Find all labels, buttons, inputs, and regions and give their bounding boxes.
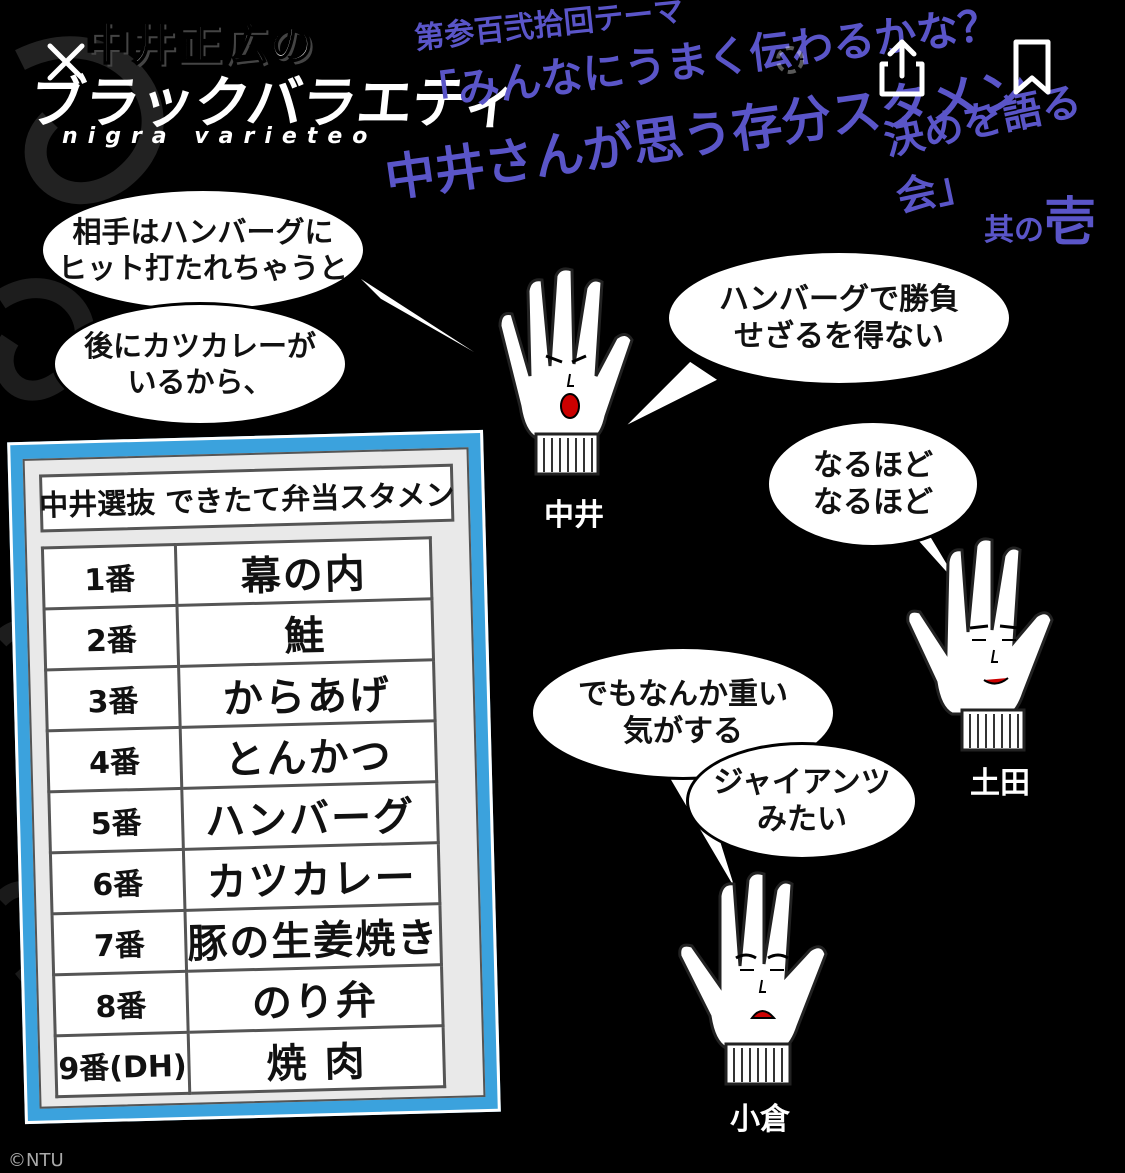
- lineup-item: とんかつ: [180, 720, 437, 789]
- glove-character-ogura: [678, 871, 828, 1086]
- lineup-order: 8番: [53, 971, 189, 1036]
- label-ogura: 小倉: [730, 1102, 790, 1137]
- theme-part-number: 其の壱: [984, 180, 1096, 255]
- lineup-order: 3番: [45, 666, 181, 731]
- lineup-order: 7番: [52, 910, 187, 975]
- glove-character-nakai: [498, 267, 634, 476]
- lineup-table: 1番幕の内 2番鮭 3番からあげ 4番とんかつ 5番ハンバーグ 6番カツカレー …: [41, 536, 446, 1098]
- bookmark-icon: [1013, 39, 1051, 95]
- speech-bubble-ogura-2: ジャイアンツ みたい: [686, 742, 918, 860]
- lineup-row: 8番のり弁: [53, 964, 444, 1036]
- logo-title-line1: 中井正広の: [84, 18, 315, 71]
- lens-icon[interactable]: [770, 40, 810, 80]
- speech-bubble-ogura-1: でもなんか重い 気がする: [530, 646, 836, 780]
- lineup-order: 5番: [48, 788, 184, 853]
- speech-bubble-nakai-2: 後にカツカレーが いるから、: [52, 302, 348, 426]
- lineup-item: カツカレー: [183, 842, 440, 911]
- lineup-order: 6番: [50, 849, 185, 914]
- theme-part-prefix: 其の: [984, 213, 1044, 248]
- lineup-title: 中井選抜 できたて弁当スタメン: [39, 463, 455, 533]
- lineup-row: 1番幕の内: [42, 537, 432, 609]
- lineup-row: 7番豚の生姜焼き: [52, 903, 442, 975]
- share-icon: [879, 39, 925, 97]
- copyright-notice: ©NTU: [8, 1150, 64, 1171]
- lineup-item: 豚の生姜焼き: [184, 903, 442, 972]
- bookmark-button[interactable]: [996, 32, 1068, 104]
- lineup-row: 4番とんかつ: [47, 720, 437, 792]
- logo-subtitle: nigra varieteo: [62, 124, 378, 149]
- lineup-panel: 中井選抜 できたて弁当スタメン 1番幕の内 2番鮭 3番からあげ 4番とんかつ …: [7, 429, 501, 1125]
- glove-character-tsuchida: [906, 537, 1054, 752]
- lineup-row: 2番鮭: [44, 598, 434, 670]
- theme-part-numeral: 壱: [1044, 192, 1097, 253]
- lineup-item: 焼 肉: [188, 1025, 445, 1094]
- lineup-item: のり弁: [186, 964, 444, 1033]
- lineup-item: 鮭: [176, 598, 434, 667]
- lineup-panel-inner: 中井選抜 できたて弁当スタメン 1番幕の内 2番鮭 3番からあげ 4番とんかつ …: [22, 447, 486, 1109]
- label-nakai: 中井: [544, 498, 604, 533]
- lineup-order: 4番: [47, 727, 182, 792]
- lineup-item: からあげ: [178, 659, 436, 728]
- speech-bubble-nakai-3: ハンバーグで勝負 せざるを得ない: [666, 250, 1012, 386]
- close-icon: [47, 43, 85, 81]
- lineup-row: 9番(DH)焼 肉: [55, 1025, 445, 1097]
- lineup-row: 6番カツカレー: [50, 842, 440, 914]
- lineup-item: ハンバーグ: [181, 781, 439, 850]
- label-tsuchida: 土田: [970, 766, 1030, 801]
- lineup-row: 5番ハンバーグ: [48, 781, 439, 853]
- close-button[interactable]: [30, 26, 102, 98]
- speech-bubble-tsuchida: なるほど なるほど: [766, 420, 980, 548]
- share-button[interactable]: [866, 32, 938, 104]
- speech-bubble-nakai-1: 相手はハンバーグに ヒット打たれちゃうと: [40, 188, 366, 312]
- lineup-order: 1番: [42, 544, 177, 609]
- lineup-row: 3番からあげ: [45, 659, 436, 731]
- lineup-order: 2番: [44, 605, 179, 670]
- lineup-order: 9番(DH): [55, 1032, 190, 1097]
- lineup-item: 幕の内: [175, 537, 432, 606]
